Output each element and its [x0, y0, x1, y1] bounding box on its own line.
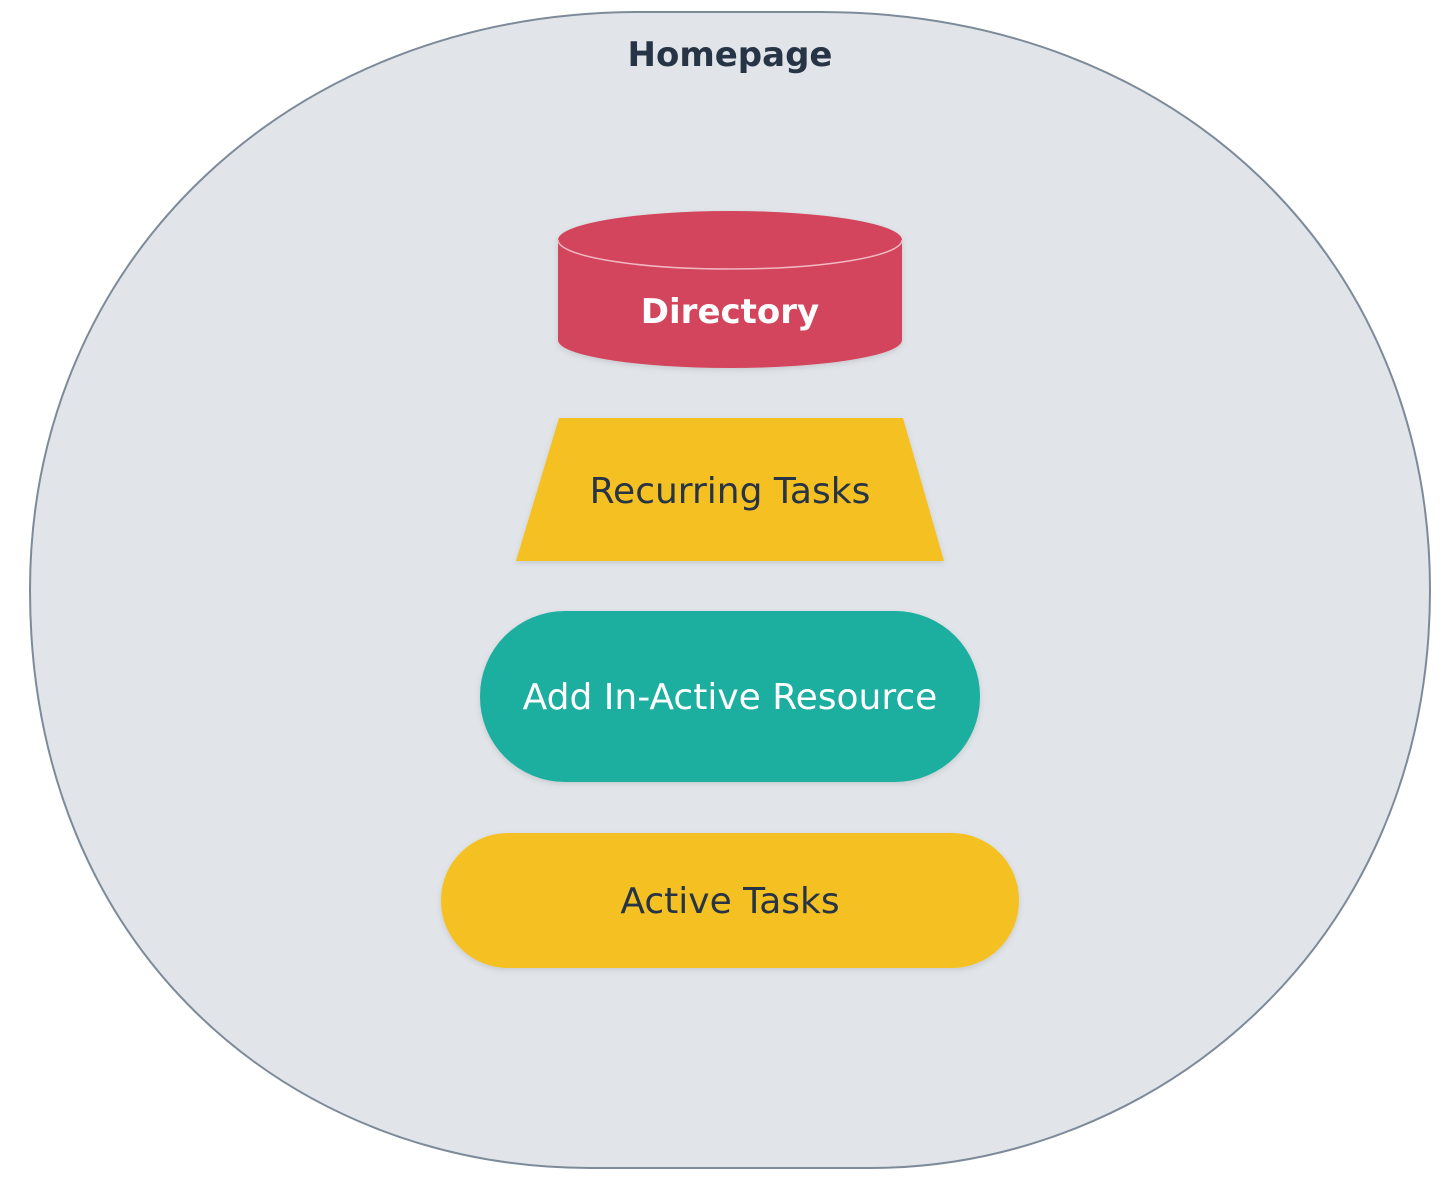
add-inactive-resource-shape — [480, 611, 980, 782]
active-tasks-label: Active Tasks — [620, 880, 840, 922]
recurring-tasks-trapezoid — [516, 418, 944, 561]
recurring-tasks-label: Recurring Tasks — [589, 470, 871, 512]
add-inactive-resource-label: Add In-Active Resource — [522, 676, 938, 718]
homepage-container — [28, 11, 1432, 1169]
directory-label: Directory — [640, 292, 820, 332]
active-tasks-pill — [441, 833, 1019, 968]
homepage-title: Homepage — [627, 35, 833, 75]
directory-cylinder — [557, 211, 903, 368]
